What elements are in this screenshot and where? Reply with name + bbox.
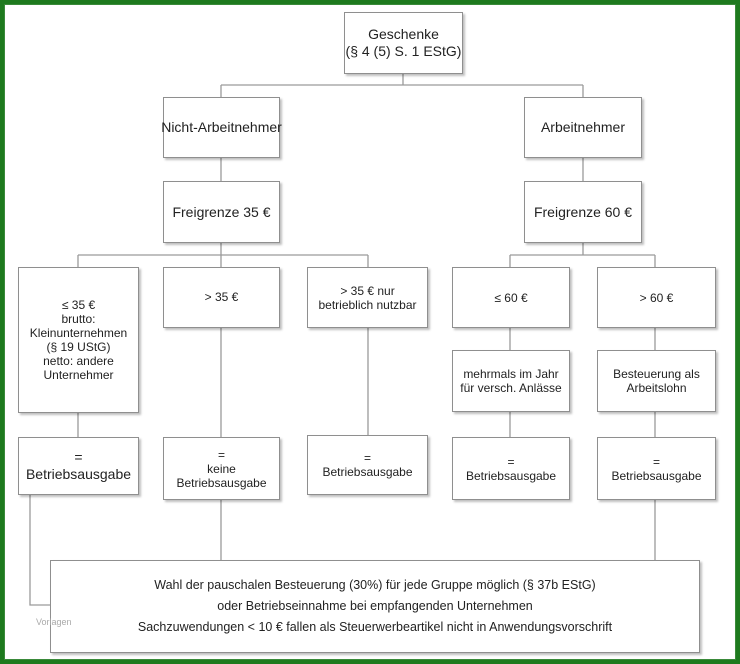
note-line: oder Betriebseinnahme bei empfangenden U…	[217, 599, 533, 613]
case-line: betrieblich nutzbar	[318, 297, 417, 312]
threshold-label: Freigrenze 35 €	[172, 203, 271, 220]
result-line: Betriebsausgabe	[611, 468, 702, 483]
result-line: Betriebsausgabe	[176, 475, 267, 490]
result-node-betriebsausgabe: = Betriebsausgabe	[452, 437, 570, 500]
result-node-betriebsausgabe: = Betriebsausgabe	[307, 435, 428, 495]
threshold-node-35: Freigrenze 35 €	[163, 181, 280, 243]
category-label: Arbeitnehmer	[540, 119, 626, 135]
result-node-betriebsausgabe: = Betriebsausgabe	[18, 437, 139, 495]
case-line: (§ 19 UStG)	[46, 340, 111, 354]
case-line: > 35 € nur	[340, 283, 395, 298]
category-node-nicht-arbeitnehmer: Nicht-Arbeitnehmer	[161, 97, 282, 158]
result-node-keine-betriebsausgabe: = keine Betriebsausgabe	[163, 437, 280, 500]
case-line: ≤ 60 €	[494, 290, 528, 305]
detail-line: mehrmals im Jahr	[463, 367, 559, 381]
note-line: Sachzuwendungen < 10 € fallen als Steuer…	[137, 620, 613, 634]
case-line: > 60 €	[639, 290, 674, 305]
root-node-geschenke: Geschenke (§ 4 (5) S. 1 EStG)	[344, 12, 463, 74]
threshold-label: Freigrenze 60 €	[533, 203, 633, 220]
result-line: =	[652, 454, 660, 469]
result-line: Betriebsausgabe	[322, 465, 413, 479]
root-legal-reference: (§ 4 (5) S. 1 EStG)	[345, 43, 462, 59]
threshold-node-60: Freigrenze 60 €	[524, 181, 642, 243]
root-title: Geschenke	[368, 26, 439, 42]
case-node-gt-60: > 60 €	[597, 267, 716, 328]
category-node-arbeitnehmer: Arbeitnehmer	[524, 97, 642, 158]
case-node-le-60: ≤ 60 €	[452, 267, 570, 328]
result-line: =	[74, 449, 83, 465]
detail-node-mehrmals: mehrmals im Jahr für versch. Anlässe	[452, 350, 570, 412]
detail-line: für versch. Anlässe	[460, 381, 562, 395]
result-line: =	[507, 454, 515, 469]
result-line: keine	[207, 461, 236, 476]
case-line: Unternehmer	[43, 368, 114, 382]
case-line: ≤ 35 €	[61, 298, 96, 312]
case-line: > 35 €	[204, 290, 239, 304]
note-line: Wahl der pauschalen Besteuerung (30%) fü…	[154, 578, 596, 592]
result-line: =	[363, 451, 371, 465]
case-node-gt-35-betrieblich: > 35 € nur betrieblich nutzbar	[307, 267, 428, 328]
result-line: Betriebsausgabe	[465, 468, 557, 483]
case-line: netto: andere	[43, 354, 114, 368]
watermark-text: Vorlagen	[36, 617, 72, 627]
category-label: Nicht-Arbeitnehmer	[161, 119, 282, 135]
result-line: =	[217, 447, 225, 462]
summary-note-box: Wahl der pauschalen Besteuerung (30%) fü…	[50, 560, 700, 653]
case-node-le-35: ≤ 35 € brutto: Kleinunternehmen (§ 19 US…	[18, 267, 139, 413]
result-line: Betriebsausgabe	[25, 466, 132, 482]
case-line: brutto:	[61, 312, 96, 326]
detail-line: Arbeitslohn	[626, 381, 687, 395]
case-line: Kleinunternehmen	[29, 326, 128, 340]
detail-node-arbeitslohn: Besteuerung als Arbeitslohn	[597, 350, 716, 412]
case-node-gt-35: > 35 €	[163, 267, 280, 328]
detail-line: Besteuerung als	[613, 367, 700, 381]
result-node-betriebsausgabe: = Betriebsausgabe	[597, 437, 716, 500]
